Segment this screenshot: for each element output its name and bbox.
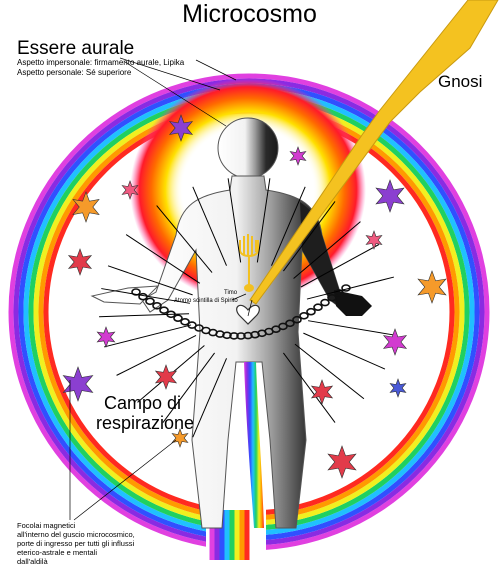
radial-lines: [99, 178, 397, 438]
radial-line: [192, 358, 227, 438]
atomo-label: Atomo scintilla di Spirito: [174, 298, 238, 304]
chain-link: [131, 288, 141, 296]
chain-link: [145, 297, 155, 306]
chain-link: [229, 332, 239, 340]
star-icon: [327, 445, 357, 479]
radial-line: [156, 205, 213, 273]
campo-label-line-2: respirazione: [96, 413, 195, 433]
star-icon: [96, 326, 116, 348]
chain-link: [285, 319, 295, 328]
radial-line: [256, 178, 271, 263]
aural-line-1: Aspetto impersonale: firmamento aurale, …: [17, 58, 185, 67]
radial-line: [125, 234, 201, 284]
star-icon: [62, 366, 94, 402]
chain-link: [313, 303, 323, 312]
star-icon: [365, 230, 383, 250]
chain-link: [180, 317, 190, 326]
star-icon: [389, 378, 407, 398]
star-icon: [375, 179, 405, 213]
aural-line-2: Aspetto personale: Sé superiore: [17, 68, 132, 77]
campo-label-line-1: Campo di: [104, 393, 182, 413]
radial-line: [101, 288, 190, 304]
focolai-caption: Focolai magnetici all'interno del guscio…: [17, 521, 177, 566]
focolai-line: eterico-astrale e mentali: [17, 548, 98, 557]
chain-icon: [131, 284, 351, 340]
star-icon: [289, 146, 307, 166]
aural-heading: Essere aurale: [17, 38, 135, 59]
radial-line: [107, 265, 193, 296]
chain-link: [236, 332, 246, 340]
radial-line: [227, 178, 242, 263]
radial-line: [283, 201, 336, 272]
chain-link: [320, 298, 330, 307]
star-icon: [154, 364, 178, 390]
chain-link: [306, 307, 316, 316]
star-icon: [121, 180, 139, 200]
chain-link: [327, 293, 337, 302]
radial-line: [303, 332, 386, 370]
star-icon: [72, 191, 100, 223]
star-icon: [382, 328, 408, 356]
radial-line: [283, 352, 336, 423]
page-title: Microcosmo: [182, 0, 317, 28]
star-field: [62, 114, 447, 479]
radial-line: [271, 186, 306, 266]
chain-link: [334, 289, 344, 297]
pointer-lines: [69, 57, 253, 521]
lightning-ray-icon: [249, 0, 499, 305]
chain-link: [299, 311, 309, 320]
chain-link: [243, 331, 253, 340]
chain-link: [292, 315, 302, 324]
star-icon: [310, 379, 334, 405]
chain-link: [152, 301, 162, 310]
focolai-line: dall'aldilà: [17, 557, 48, 566]
candelabra-icon: [239, 234, 259, 292]
radial-line: [162, 352, 215, 423]
focolai-line: Focolai magnetici: [17, 521, 76, 530]
star-icon: [417, 270, 447, 304]
gnosi-label: Gnosi: [438, 72, 483, 91]
radial-line: [306, 276, 395, 300]
chain-link: [138, 292, 148, 301]
focolai-line: all'interno del guscio microcosmico,: [17, 530, 135, 539]
radial-line: [99, 313, 190, 318]
rainbow-stream: [244, 362, 264, 528]
focolai-line: porte di ingresso per tutti gli influssi: [17, 539, 135, 548]
timo-label: Timo: [224, 290, 238, 296]
radial-line: [294, 343, 365, 400]
star-icon: [168, 114, 194, 142]
chain-link: [159, 306, 169, 315]
chain-link: [222, 331, 232, 340]
star-icon: [171, 428, 189, 448]
radial-line: [192, 186, 227, 266]
chain-link: [173, 314, 183, 323]
radial-line: [116, 335, 197, 376]
radial-line: [103, 324, 192, 348]
radial-line: [300, 244, 380, 288]
radial-line: [293, 221, 361, 279]
human-figure: [90, 117, 372, 529]
chain-link: [278, 322, 288, 331]
hand-icon: [334, 290, 372, 316]
star-icon: [67, 248, 93, 276]
radial-line: [308, 320, 397, 336]
